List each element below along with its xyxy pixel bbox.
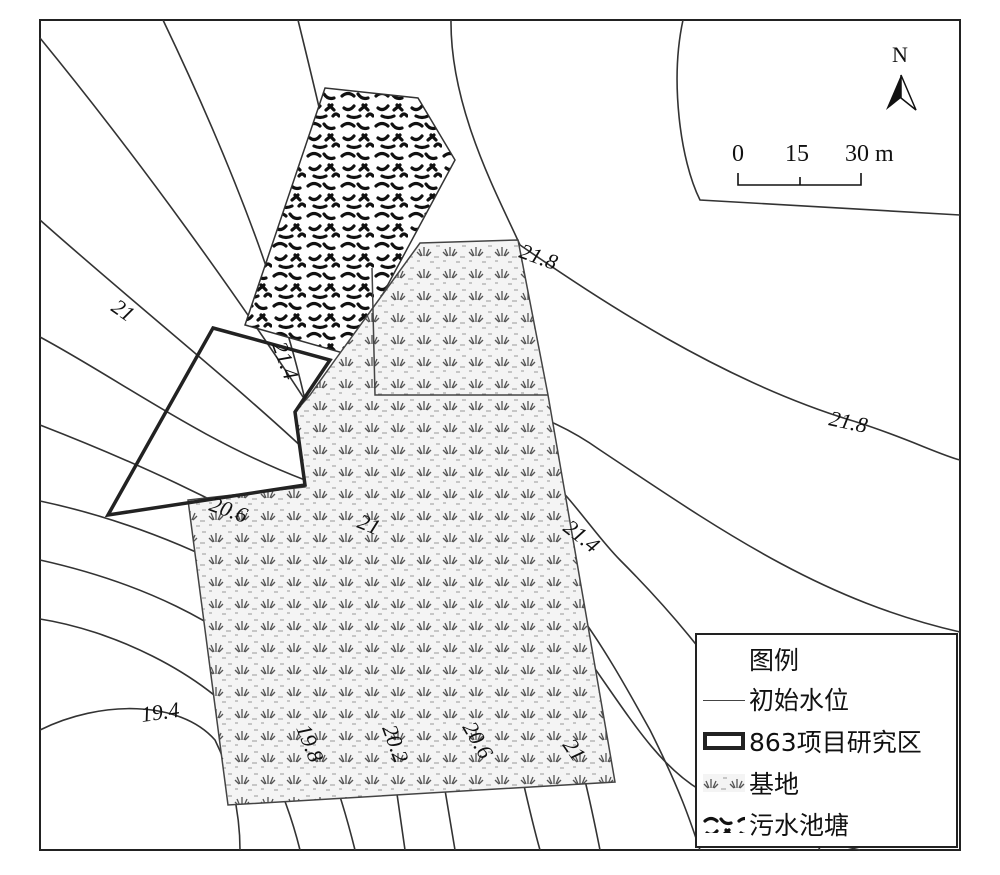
scale-bar: 0 15 30 m — [732, 141, 894, 186]
north-arrow-icon — [886, 75, 901, 110]
scale-tick-label: 30 m — [845, 141, 894, 167]
grass-pattern-icon — [703, 774, 745, 792]
legend-label: 初始水位 — [749, 686, 850, 715]
sewage-pond-area — [244, 87, 456, 356]
thin-line-icon — [703, 699, 745, 701]
legend-label: 基地 — [749, 770, 800, 799]
north-label: N — [892, 42, 908, 67]
legend-item-initial-water-level: 初始水位 — [703, 681, 849, 717]
contour-line — [450, 19, 961, 461]
legend-label: 污水池塘 — [749, 811, 850, 840]
squiggle-pattern-icon — [703, 815, 745, 833]
scale-tick-label: 15 — [785, 141, 809, 167]
legend: 图例 初始水位 863项目研究区 基地 污水池塘 — [695, 633, 958, 848]
study-area-outline — [104, 325, 333, 518]
north-arrow: N — [886, 42, 917, 111]
base-area — [187, 239, 616, 806]
legend-item-base: 基地 — [703, 765, 799, 801]
contour-label: 19.4 — [139, 697, 181, 727]
thick-outline-icon — [703, 732, 745, 750]
base-inner-boundary — [371, 267, 548, 396]
legend-item-sewage-pond: 污水池塘 — [703, 806, 849, 842]
contour-line — [39, 707, 241, 851]
legend-title: 图例 — [749, 646, 800, 675]
contour-line — [676, 19, 961, 216]
legend-item-study-area: 863项目研究区 — [703, 723, 922, 759]
legend-label: 863项目研究区 — [749, 728, 922, 757]
scale-tick-label: 0 — [732, 141, 744, 167]
